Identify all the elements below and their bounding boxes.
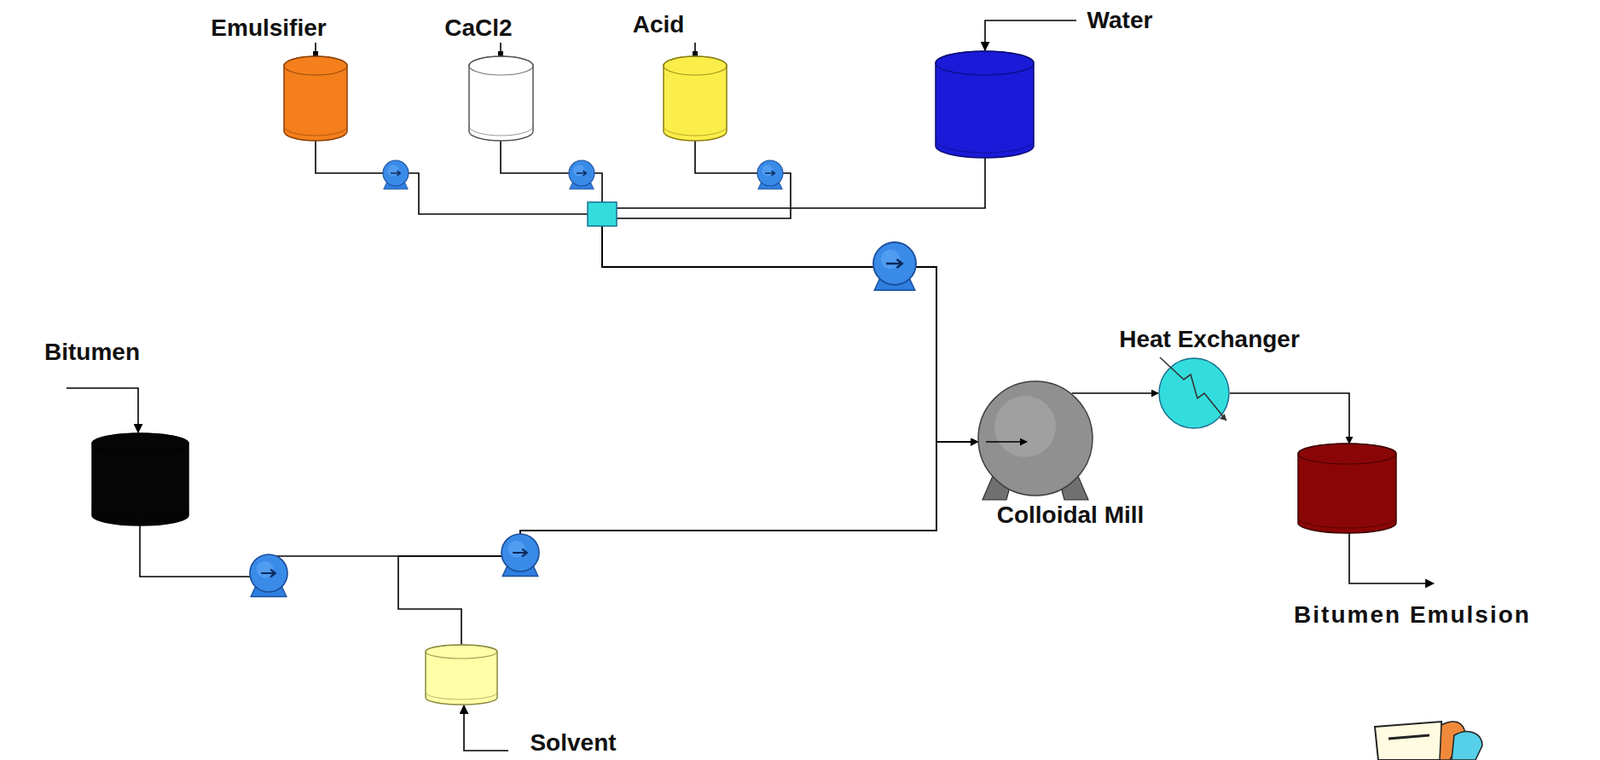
note-icon: [1374, 721, 1483, 760]
equipment-label: Acid: [632, 11, 685, 39]
process-line: [602, 157, 986, 442]
water-tank: Water: [935, 51, 1034, 158]
process-line: [315, 140, 978, 442]
equipment-label: Heat Exchanger: [1118, 325, 1300, 354]
pump-symbol: [757, 160, 783, 190]
cacl2-tank-shape: [469, 56, 534, 141]
pump-symbol: [501, 533, 540, 577]
static-mixer: [587, 202, 617, 227]
process-line: [602, 140, 978, 442]
pump-symbol: [873, 242, 916, 290]
inlet-arrow: [985, 20, 1077, 51]
product-tank-shape: [1298, 443, 1397, 534]
equipment-label: CaCl2: [444, 14, 512, 42]
process-line: [1072, 392, 1159, 395]
feed-dot: [313, 51, 319, 57]
process-line: [500, 140, 978, 442]
feed-dot: [498, 51, 504, 57]
emulsifier-tank: Emulsifier: [284, 56, 348, 141]
inlet-arrow: [66, 388, 139, 433]
pump-symbol: [382, 160, 409, 190]
acid-tank-shape: [663, 56, 727, 141]
equipment-label: Water: [1087, 6, 1154, 35]
colloidal-mill-shape: [977, 380, 1094, 497]
product-tank: Bitumen Emulsion: [1298, 443, 1397, 534]
process-line: [398, 441, 978, 645]
solvent-tank-shape: [425, 644, 498, 705]
outlet-arrow: [1349, 533, 1434, 584]
emulsifier-tank-shape: [284, 56, 348, 141]
pump-symbol: [568, 160, 595, 190]
pump-symbol: [249, 554, 288, 598]
heat-exchanger-shape: [1158, 357, 1230, 429]
equipment-label: Bitumen: [44, 338, 140, 366]
equipment-label: Solvent: [529, 729, 616, 757]
feed-dot: [692, 51, 698, 57]
water-tank-shape: [935, 51, 1034, 158]
bitumen-tank-shape: [92, 433, 189, 526]
cacl2-tank: CaCl2: [469, 56, 534, 141]
bitumen-tank: Bitumen: [92, 433, 189, 526]
acid-tank: Acid: [663, 56, 727, 141]
solvent-tank: Solvent: [425, 644, 498, 705]
process-line: [1229, 393, 1350, 444]
equipment-label: Emulsifier: [210, 14, 326, 42]
inlet-arrow: [463, 705, 509, 751]
colloidal-mill: Colloidal Mill: [977, 380, 1094, 497]
equipment-label: Colloidal Mill: [997, 501, 1145, 529]
equipment-label: Bitumen Emulsion: [1293, 601, 1531, 629]
heat-exchanger: Heat Exchanger: [1158, 357, 1230, 429]
